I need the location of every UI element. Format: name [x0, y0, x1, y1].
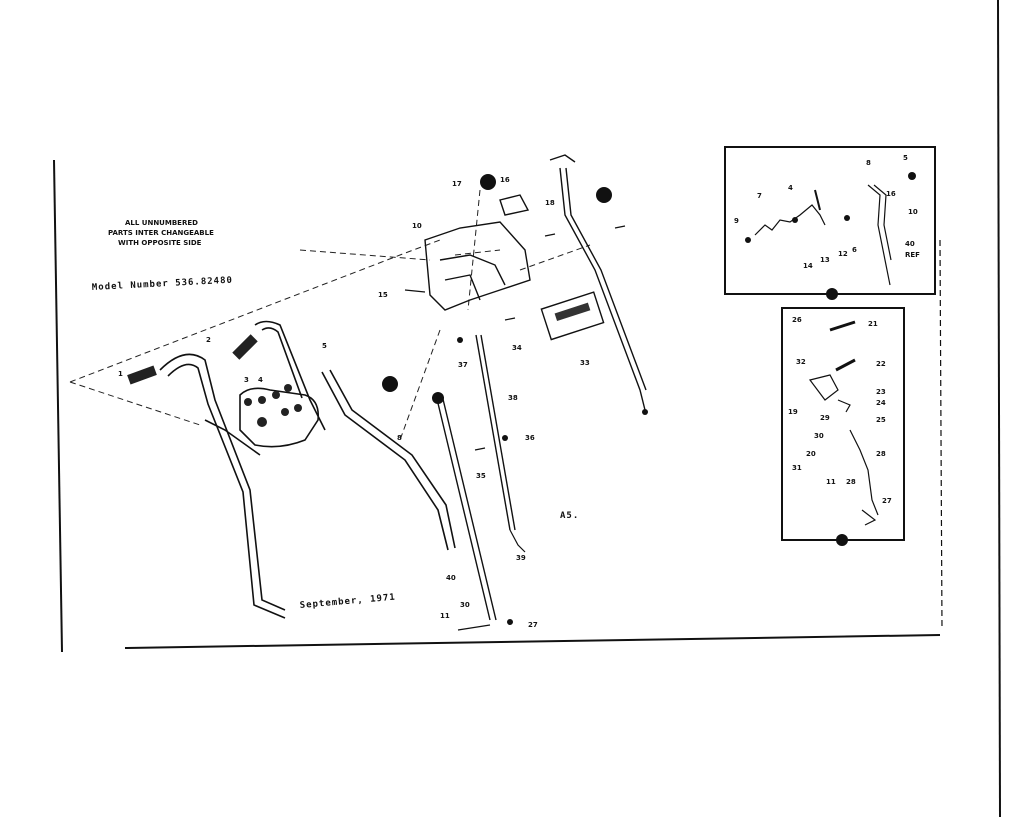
callout-1: 1: [118, 370, 123, 378]
inset-bottom-callout-28b: 28: [846, 478, 856, 486]
handle-left: [159, 320, 326, 619]
inset-top-callout-10: 10: [908, 208, 918, 216]
inset-top-dots: [745, 172, 916, 243]
inset-bottom-callout-19: 19: [788, 408, 798, 416]
inset-top-box: [724, 146, 936, 295]
callout-27: 27: [528, 621, 538, 629]
handle-grips: [127, 334, 302, 427]
callout-16: 16: [500, 176, 510, 184]
callout-35: 35: [476, 472, 486, 480]
inset-top-callout-ref: REF: [905, 251, 920, 259]
callout-5: 5: [322, 342, 327, 350]
main-callouts: 1 2 3 4 5 8 10 15 16 17 18 34 33 37 38 3…: [118, 176, 590, 629]
knob-balls: [382, 174, 848, 625]
inset-bottom-callout-29: 29: [820, 414, 830, 422]
inset-bottom-callouts: 26 21 32 22 23 24 25 29 19 30 20 31 28 1…: [788, 316, 892, 505]
inset-bottom-callout-20: 20: [806, 450, 816, 458]
inset-bottom-callout-11: 11: [826, 478, 836, 486]
inset-top-callout-14: 14: [803, 262, 813, 270]
inset-top-callout-13: 13: [820, 256, 830, 264]
callout-3: 3: [244, 376, 249, 384]
note-line-1: ALL UNNUMBERED: [125, 219, 198, 227]
callout-4: 4: [258, 376, 263, 384]
callout-36: 36: [525, 434, 535, 442]
note-line-3: WITH OPPOSITE SIDE: [118, 239, 202, 247]
bracket-assembly: [424, 194, 531, 311]
callout-37: 37: [458, 361, 468, 369]
inset-bottom-callout-25: 25: [876, 416, 886, 424]
inset-top-callout-4: 4: [788, 184, 793, 192]
callout-17: 17: [452, 180, 462, 188]
inset-bottom-callout-26: 26: [792, 316, 802, 324]
callout-39: 39: [516, 554, 526, 562]
inset-top-callout-7: 7: [757, 192, 762, 200]
inset-bottom-box: [781, 307, 905, 541]
date-label: September, 1971: [299, 593, 396, 611]
callout-34: 34: [512, 344, 522, 352]
inset-top-callout-5: 5: [903, 154, 908, 162]
inset-bottom-callout-27: 27: [882, 497, 892, 505]
inset-bottom-callout-21: 21: [868, 320, 878, 328]
callout-30: 30: [460, 601, 470, 609]
page-code: A5.: [560, 511, 579, 521]
callout-8: 8: [397, 434, 402, 442]
handle-right: [321, 369, 456, 551]
callout-10: 10: [412, 222, 422, 230]
callout-2: 2: [206, 336, 211, 344]
inset-top-callout-8: 8: [866, 159, 871, 167]
explode-lines: [69, 189, 591, 441]
inset-bottom-callout-22: 22: [876, 360, 886, 368]
model-number: Model Number 536.82480: [92, 276, 234, 293]
inset-bottom-callout-23: 23: [876, 388, 886, 396]
inset-top-callouts: 8 5 4 7 9 16 10 12 13 14 6 40 REF: [734, 154, 920, 270]
callout-38: 38: [508, 394, 518, 402]
inset-top-callout-40: 40: [905, 240, 915, 248]
decal-plate: [540, 291, 605, 341]
callout-15: 15: [378, 291, 388, 299]
callout-40: 40: [446, 574, 456, 582]
note-line-2: PARTS INTER CHANGEABLE: [108, 229, 214, 237]
callout-33: 33: [580, 359, 590, 367]
small-hardware: [404, 225, 626, 631]
inset-bottom-callout-32: 32: [796, 358, 806, 366]
inset-bottom-callout-28: 28: [876, 450, 886, 458]
main-frame: [53, 0, 1001, 817]
inset-top-callout-16: 16: [886, 190, 896, 198]
inset-bottom-callout-31: 31: [792, 464, 802, 472]
callout-11: 11: [440, 612, 450, 620]
inset-top-callout-6: 6: [852, 246, 857, 254]
inset-top-callout-12: 12: [838, 250, 848, 258]
inset-bottom-callout-24: 24: [876, 399, 886, 407]
inset-top-callout-9: 9: [734, 217, 739, 225]
control-rods: [435, 154, 647, 621]
callout-18: 18: [545, 199, 555, 207]
inset-bottom-callout-30: 30: [814, 432, 824, 440]
